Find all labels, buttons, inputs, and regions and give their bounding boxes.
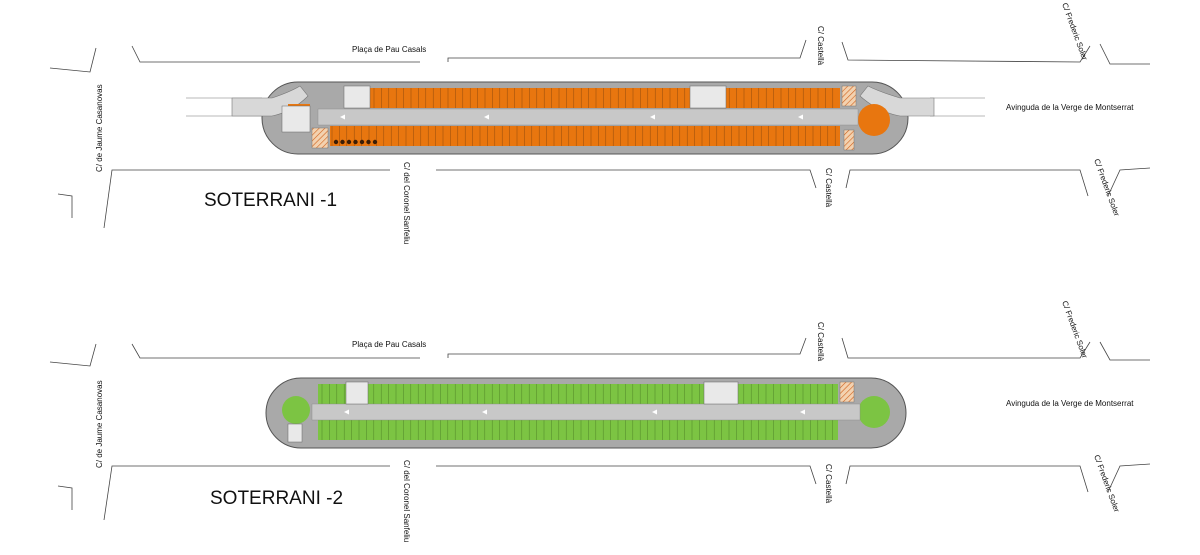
- traffic-arrows: [340, 114, 803, 120]
- level-title: SOTERRANI -2: [210, 488, 343, 509]
- arrow-icon: [798, 114, 803, 120]
- street-label-soler-top: C/ Frederic Soler: [1060, 2, 1089, 62]
- motorbike-spot: [372, 139, 378, 145]
- arrow-icon: [340, 114, 345, 120]
- motorbike-spot: [353, 139, 358, 145]
- arrow-icon: [482, 409, 487, 415]
- street-label-top: Plaça de Pau Casals: [352, 45, 426, 54]
- street-label-soler-bottom: C/ Frederic Soler: [1092, 454, 1121, 514]
- street-label-castella-top: C/ Castellà: [816, 322, 825, 362]
- level-2-plan: SOTERRANI -2 Plaça de Pau Casals C/ de J…: [49, 300, 1151, 542]
- street-label-castella-top: C/ Castellà: [816, 26, 825, 66]
- hatched-zone-west: [311, 127, 329, 149]
- traffic-arrows: [344, 409, 805, 415]
- parking-zone-west-ramp: [282, 396, 310, 424]
- arrow-icon: [650, 114, 655, 120]
- street-label-bottom: C/ del Coronel Sanfeliu: [402, 162, 411, 244]
- arrow-icon: [344, 409, 349, 415]
- street-label-left: C/ de Jaume Casanovas: [95, 84, 104, 172]
- parking-zone-bottom: [330, 126, 840, 146]
- street-label-top: Plaça de Pau Casals: [352, 340, 426, 349]
- arrow-icon: [652, 409, 657, 415]
- street-label-bottom: C/ del Coronel Sanfeliu: [402, 460, 411, 542]
- street-label-avenue: Avinguda de la Verge de Montserrat: [1006, 103, 1134, 112]
- street-label-castella-bottom: C/ Castellà: [824, 464, 833, 504]
- parking-zone-bottom: [318, 420, 838, 440]
- street-kerbs: [49, 337, 1151, 521]
- parking-zone-east-ramp: [858, 104, 890, 136]
- ramp-core-west: [281, 105, 311, 133]
- street-label-soler-bottom: C/ Frederic Soler: [1092, 158, 1121, 218]
- street-kerbs: [49, 39, 1151, 229]
- parking-stalls: [331, 88, 836, 146]
- stair-core-south-west: [287, 423, 303, 443]
- stair-core-center: [703, 381, 739, 405]
- stair-core-west: [343, 85, 371, 109]
- motorbike-spot: [346, 139, 352, 145]
- stair-core-center: [689, 85, 727, 109]
- motorbike-spot: [340, 139, 345, 145]
- hatched-zone-east-low: [843, 129, 855, 151]
- parking-zone-east-ramp: [858, 396, 890, 428]
- arrow-icon: [800, 409, 805, 415]
- level-1-plan: SOTERRANI -1 Plaça de Pau Casals C/ de J…: [49, 2, 1151, 244]
- hatched-zone-east: [839, 381, 855, 403]
- motorbike-spot: [366, 139, 371, 145]
- stair-core-west: [345, 381, 369, 405]
- driving-aisle: [311, 403, 861, 421]
- street-label-avenue: Avinguda de la Verge de Montserrat: [1006, 399, 1134, 408]
- motorbike-spot: [359, 139, 365, 145]
- motorbike-spots: [333, 139, 378, 145]
- motorbike-spot: [333, 139, 339, 145]
- hatched-zone-east: [841, 85, 857, 107]
- driving-aisle: [317, 108, 859, 126]
- street-label-left: C/ de Jaume Casanovas: [95, 380, 104, 468]
- level-title: SOTERRANI -1: [204, 190, 337, 211]
- street-label-castella-bottom: C/ Castellà: [824, 168, 833, 208]
- street-label-soler-top: C/ Frederic Soler: [1060, 300, 1089, 360]
- arrow-icon: [484, 114, 489, 120]
